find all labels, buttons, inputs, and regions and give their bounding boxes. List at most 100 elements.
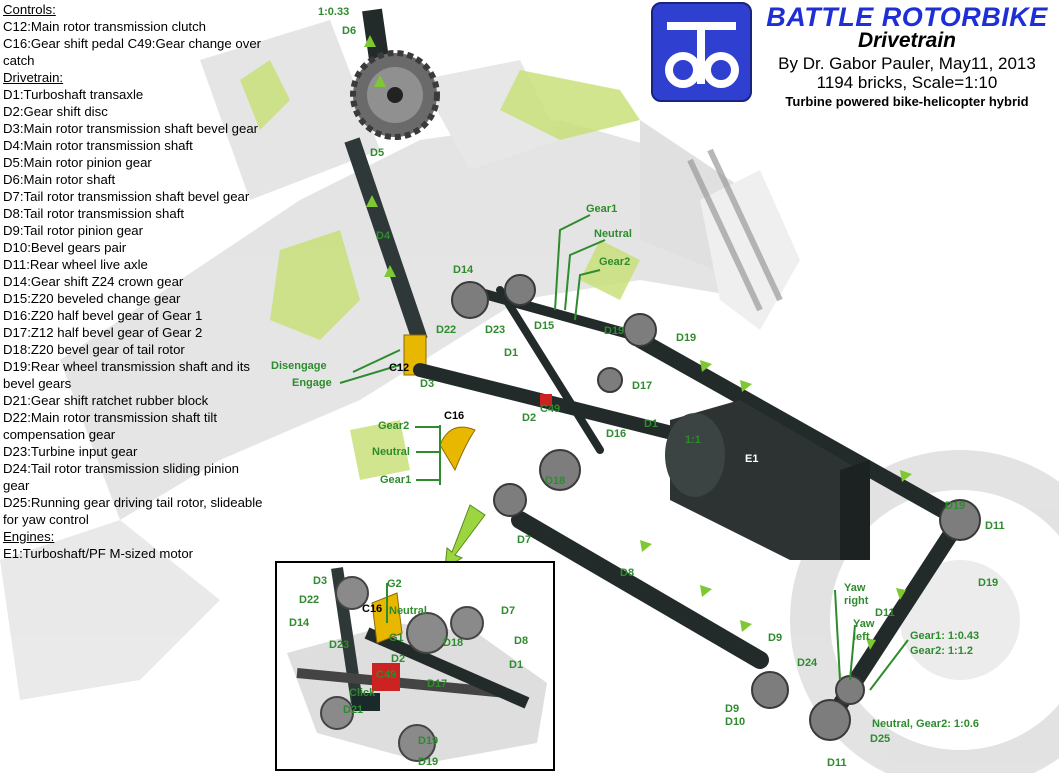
shock-absorbers (687, 148, 783, 312)
callout-lines (339, 214, 909, 691)
engine-e1 (665, 400, 870, 560)
label-yaw-left: Yaw left (853, 618, 875, 643)
drivetrain-heading: Drivetrain: (3, 70, 64, 85)
label-d16: D16 (606, 428, 627, 440)
engines-heading: Engines: (3, 529, 55, 544)
label-d9-a: D9 (768, 632, 783, 644)
label-gear-ratio-2: Gear2: 1:1.2 (910, 645, 973, 657)
inset-pointer-arrow (444, 504, 486, 569)
label-d7: D7 (517, 534, 532, 546)
direction-arrows (364, 35, 912, 650)
legend-item: D16:Z20 half bevel gear of Gear 1 (3, 308, 203, 323)
label-e1: E1 (745, 453, 759, 465)
catch-c49 (540, 394, 552, 406)
inset-label-d14: D14 (289, 617, 310, 629)
label-d22: D22 (436, 324, 457, 336)
page-subtitle: Drivetrain (857, 29, 957, 52)
label-yaw-right: Yaw right (844, 582, 869, 607)
gear-shift-pedal-c16 (439, 426, 476, 472)
legend-item: D5:Main rotor pinion gear (3, 155, 152, 170)
legend-item: D8:Tail rotor transmission shaft (3, 206, 185, 221)
inset-detail-view: D3 G2 D22 C16 Neutral D7 D14 G1 D8 D23 D… (275, 561, 555, 771)
label-d19-a: D19 (604, 325, 625, 337)
oto-logo-icon (665, 22, 739, 88)
label-d11-c: D11 (827, 757, 847, 769)
label-d1-b: D1 (644, 418, 659, 430)
main-rotor-pinion-gear (350, 50, 440, 140)
legend-item: C16:Gear shift pedal C49:Gear change ove… (3, 36, 262, 68)
description-line: Turbine powered bike-helicopter hybrid (785, 94, 1029, 109)
label-ratio-engine: 1:1 (685, 434, 701, 446)
inset-label-d21: D21 (343, 704, 364, 716)
label-neutral-ratio: Neutral, Gear2: 1:0.6 (872, 718, 979, 730)
label-d5: D5 (370, 147, 385, 159)
label-d19-b: D19 (676, 332, 697, 344)
label-d15: D15 (534, 320, 555, 332)
legend-item: D19:Rear wheel transmission shaft and it… (3, 359, 251, 391)
legend-item: D18:Z20 bevel gear of tail rotor (3, 342, 185, 357)
label-d1-a: D1 (504, 347, 519, 359)
legend-item: D4:Main rotor transmission shaft (3, 138, 193, 153)
inset-label-d7: D7 (501, 605, 516, 617)
title-block: BATTLE ROTORBIKE Drivetrain By Dr. Gabor… (757, 0, 1057, 109)
legend-item: D15:Z20 beveled change gear (3, 291, 181, 306)
legend-item: D1:Turboshaft transaxle (3, 87, 144, 102)
legend-item: D6:Main rotor shaft (3, 172, 116, 187)
inset-label-d8: D8 (514, 635, 529, 647)
label-engage: Engage (292, 377, 332, 389)
inset-label-d17: D17 (427, 678, 448, 690)
label-d10: D10 (725, 716, 746, 728)
legend-item: D22:Main rotor transmission shaft tilt c… (3, 410, 218, 442)
label-neutral-top: Neutral (594, 228, 632, 240)
label-d14: D14 (453, 264, 474, 276)
legend-item: D23:Turbine input gear (3, 444, 138, 459)
legend-item: E1:Turboshaft/PF M-sized motor (3, 546, 194, 561)
page-title: BATTLE ROTORBIKE (766, 2, 1048, 32)
label-neutral-left: Neutral (372, 446, 410, 458)
label-d2: D2 (522, 412, 537, 424)
ratio-top-label: 1:0.33 (318, 6, 350, 18)
label-d8: D8 (620, 567, 635, 579)
legend-item: D2:Gear shift disc (3, 104, 108, 119)
label-d19-c: D19 (945, 500, 966, 512)
legend-item: D14:Gear shift Z24 crown gear (3, 274, 184, 289)
inset-label-g1: G1 (389, 632, 404, 644)
label-d25: D25 (870, 733, 891, 745)
label-gear1-top: Gear1 (586, 203, 618, 215)
inset-label-d19-a: D19 (418, 735, 439, 747)
label-gear-ratio-1: Gear1: 1:0.43 (910, 630, 980, 642)
label-c12: C12 (389, 362, 410, 374)
inset-label-d23: D23 (329, 639, 350, 651)
frame-lime-parts (240, 60, 640, 480)
inset-label-g2: G2 (387, 578, 402, 590)
legend: Controls: C12:Main rotor transmission cl… (3, 1, 268, 562)
inset-label-d22: D22 (299, 594, 320, 606)
label-d23: D23 (485, 324, 506, 336)
label-d17: D17 (632, 380, 653, 392)
legend-item: D21:Gear shift ratchet rubber block (3, 393, 209, 408)
label-d6: D6 (342, 25, 357, 37)
legend-item: D3:Main rotor transmission shaft bevel g… (3, 121, 259, 136)
legend-item: D24:Tail rotor transmission sliding pini… (3, 461, 240, 493)
label-d24: D24 (797, 657, 818, 669)
gear-cluster (451, 274, 981, 741)
inset-label-d18: D18 (443, 637, 464, 649)
legend-item: D7:Tail rotor transmission shaft bevel g… (3, 189, 250, 204)
label-d11-a: D11 (985, 520, 1005, 532)
bricks-line: 1194 bricks, Scale=1:10 (816, 73, 998, 92)
legend-item: C12:Main rotor transmission clutch (3, 19, 207, 34)
inset-label-click: Click (349, 687, 376, 699)
label-d4: D4 (376, 230, 391, 242)
legend-item: D17:Z12 half bevel gear of Gear 2 (3, 325, 203, 340)
inset-label-c49: C49 (376, 669, 397, 681)
legend-item: D11:Rear wheel live axle (3, 257, 148, 272)
label-disengage: Disengage (271, 360, 327, 372)
label-d3: D3 (420, 378, 435, 390)
controls-heading: Controls: (3, 2, 56, 17)
inset-label-neutral: Neutral (389, 605, 427, 617)
inset-label-d19-b: D19 (418, 756, 439, 768)
oto-logo (651, 2, 752, 102)
author-line: By Dr. Gabor Pauler, May11, 2013 (778, 54, 1036, 73)
legend-item: D25:Running gear driving tail rotor, sli… (3, 495, 263, 527)
